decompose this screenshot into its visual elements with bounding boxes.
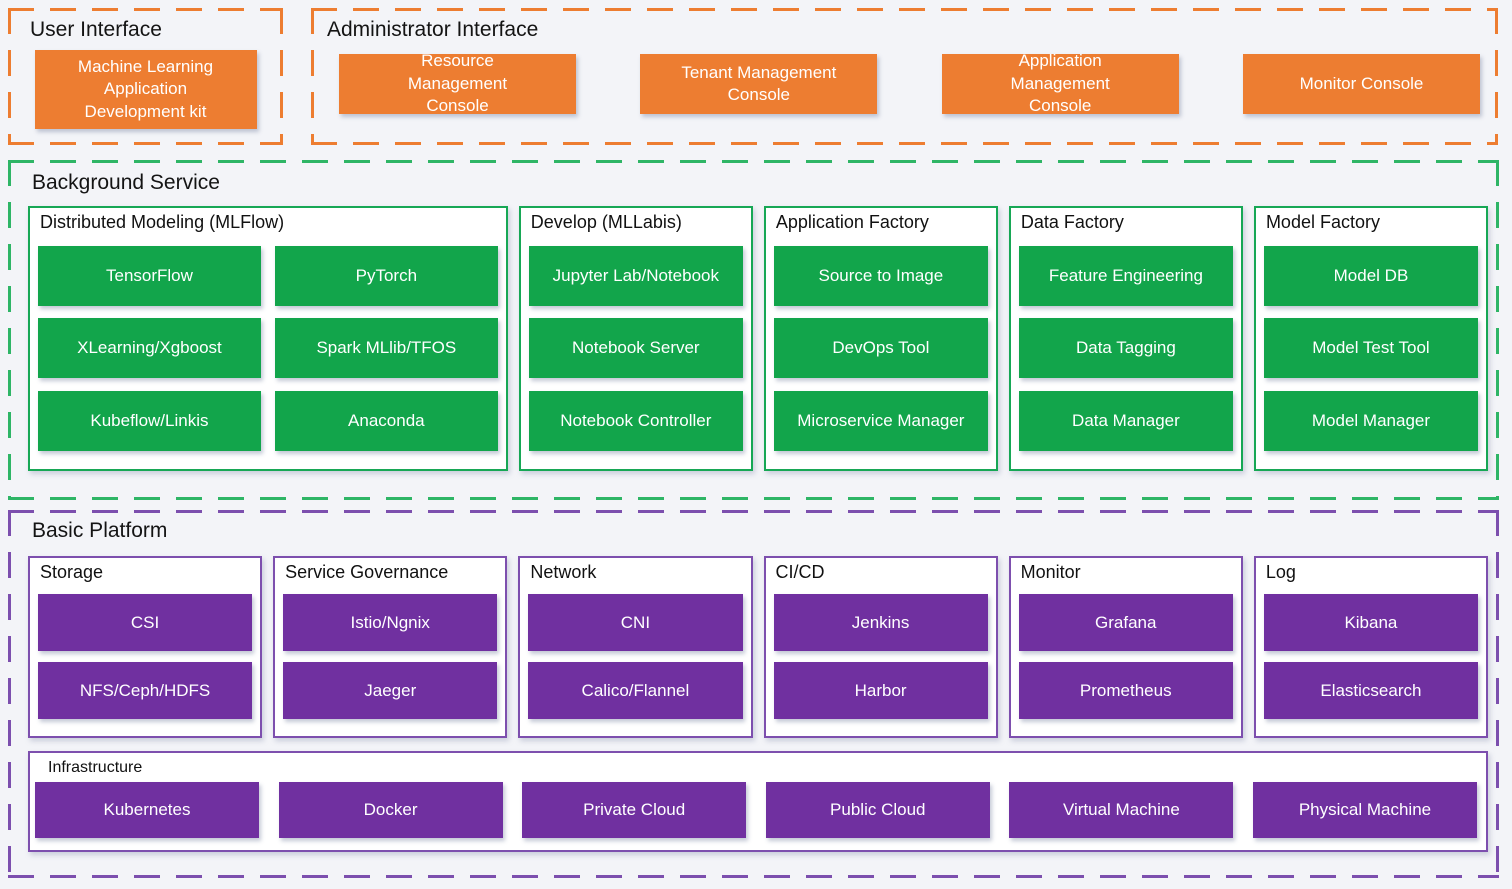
basic-platform-title: Basic Platform <box>32 519 168 542</box>
background-service-columns: Distributed Modeling (MLFlow) TensorFlow… <box>28 206 1488 471</box>
cni-node: CNI <box>528 594 743 651</box>
model-test-tool-node: Model Test Tool <box>1263 318 1478 378</box>
data-tagging-node: Data Tagging <box>1018 318 1233 378</box>
column-title: CI/CD <box>775 562 825 582</box>
source-to-image-node: Source to Image <box>773 245 988 306</box>
tenant-management-console-box: Tenant Management Console <box>640 54 878 114</box>
network-column: Network CNI Calico/Flannel <box>518 556 753 738</box>
column-items: Source to Image DevOps Tool Microservice… <box>766 233 996 469</box>
data-manager-node: Data Manager <box>1018 390 1233 451</box>
devops-tool-node: DevOps Tool <box>773 318 988 378</box>
column-title: Develop (MLLabis) <box>530 212 682 232</box>
model-manager-node: Model Manager <box>1263 390 1478 451</box>
feature-engineering-node: Feature Engineering <box>1018 245 1233 306</box>
cicd-column: CI/CD Jenkins Harbor <box>763 556 998 738</box>
microservice-manager-node: Microservice Manager <box>773 390 988 451</box>
console-label: Tenant Management Console <box>681 62 837 104</box>
anaconda-node: Anaconda <box>274 390 498 451</box>
grafana-node: Grafana <box>1018 594 1233 651</box>
nfs-ceph-hdfs-node: NFS/Ceph/HDFS <box>38 662 253 719</box>
prometheus-node: Prometheus <box>1018 662 1233 719</box>
column-title: Service Governance <box>285 562 449 582</box>
infrastructure-container: Infrastructure Kubernetes Docker Private… <box>28 751 1488 852</box>
column-title: Data Factory <box>1020 212 1124 232</box>
calico-flannel-node: Calico/Flannel <box>528 662 743 719</box>
log-column: Log Kibana Elasticsearch <box>1253 556 1488 738</box>
notebook-controller-node: Notebook Controller <box>528 390 743 451</box>
infrastructure-title: Infrastructure <box>48 759 143 776</box>
admin-interface-title: Administrator Interface <box>327 18 539 41</box>
column-items: Grafana Prometheus <box>1011 583 1241 736</box>
tensorflow-node: TensorFlow <box>38 245 261 306</box>
private-cloud-node: Private Cloud <box>522 782 747 838</box>
notebook-server-node: Notebook Server <box>528 318 743 378</box>
column-items: Jenkins Harbor <box>766 583 996 736</box>
csi-node: CSI <box>38 594 253 651</box>
column-title: Network <box>530 562 597 582</box>
user-interface-section: User Interface Machine Learning Applicat… <box>8 8 283 145</box>
user-interface-title: User Interface <box>30 18 162 41</box>
storage-column: Storage CSI NFS/Ceph/HDFS <box>28 556 263 738</box>
column-items: Model DB Model Test Tool Model Manager <box>1256 233 1486 469</box>
background-service-title: Background Service <box>32 171 220 194</box>
application-factory-column: Application Factory Source to Image DevO… <box>763 206 998 471</box>
column-title: Monitor <box>1020 562 1081 582</box>
public-cloud-node: Public Cloud <box>765 782 990 838</box>
elasticsearch-node: Elasticsearch <box>1263 662 1478 719</box>
background-service-section: Background Service Distributed Modeling … <box>8 160 1499 500</box>
ml-dev-kit-label: Machine Learning Application Development… <box>77 56 214 121</box>
istio-ngnix-node: Istio/Ngnix <box>283 594 498 651</box>
spark-mllib-tfos-node: Spark MLlib/TFOS <box>274 318 498 378</box>
jaeger-node: Jaeger <box>283 662 498 719</box>
application-management-console-box: Application Management Console <box>941 51 1179 115</box>
column-title: Storage <box>40 562 104 582</box>
architecture-diagram: User Interface Machine Learning Applicat… <box>0 8 1512 878</box>
basic-platform-section: Basic Platform Storage CSI NFS/Ceph/HDFS… <box>8 510 1499 878</box>
admin-interface-section: Administrator Interface Resource Managem… <box>311 8 1498 145</box>
column-items: Jupyter Lab/Notebook Notebook Server Not… <box>521 233 751 469</box>
column-items: CNI Calico/Flannel <box>520 583 750 736</box>
console-label: Application Management Console <box>1010 51 1110 116</box>
data-factory-column: Data Factory Feature Engineering Data Ta… <box>1008 206 1243 471</box>
develop-column: Develop (MLLabis) Jupyter Lab/Notebook N… <box>518 206 753 471</box>
resource-management-console-box: Resource Management Console <box>339 51 576 115</box>
pytorch-node: PyTorch <box>274 245 498 306</box>
basic-platform-columns: Storage CSI NFS/Ceph/HDFS Service Govern… <box>28 556 1488 738</box>
harbor-node: Harbor <box>773 662 988 719</box>
jenkins-node: Jenkins <box>773 594 988 651</box>
physical-machine-node: Physical Machine <box>1252 782 1477 838</box>
distributed-modeling-column: Distributed Modeling (MLFlow) TensorFlow… <box>28 206 508 471</box>
infrastructure-items: Kubernetes Docker Private Cloud Public C… <box>30 777 1486 838</box>
kubernetes-node: Kubernetes <box>35 782 259 838</box>
column-title: Model Factory <box>1265 212 1380 232</box>
model-factory-column: Model Factory Model DB Model Test Tool M… <box>1253 206 1488 471</box>
docker-node: Docker <box>278 782 503 838</box>
column-title: Log <box>1265 562 1296 582</box>
column-items: Istio/Ngnix Jaeger <box>275 583 505 736</box>
kibana-node: Kibana <box>1263 594 1478 651</box>
ml-dev-kit-box: Machine Learning Application Development… <box>34 50 257 129</box>
virtual-machine-node: Virtual Machine <box>1009 782 1234 838</box>
jupyter-lab-notebook-node: Jupyter Lab/Notebook <box>528 245 743 306</box>
interfaces-row: User Interface Machine Learning Applicat… <box>8 8 1498 145</box>
column-items: TensorFlow PyTorch XLearning/Xgboost Spa… <box>30 233 506 469</box>
service-governance-column: Service Governance Istio/Ngnix Jaeger <box>273 556 508 738</box>
console-row: Resource Management Console Tenant Manag… <box>311 51 1498 115</box>
console-label: Resource Management Console <box>407 51 508 116</box>
console-label: Monitor Console <box>1299 73 1424 93</box>
kubeflow-linkis-node: Kubeflow/Linkis <box>38 390 261 451</box>
monitor-console-box: Monitor Console <box>1242 54 1480 114</box>
column-title: Distributed Modeling (MLFlow) <box>40 212 285 232</box>
column-items: Kibana Elasticsearch <box>1256 583 1486 736</box>
column-title: Application Factory <box>775 212 929 232</box>
column-items: CSI NFS/Ceph/HDFS <box>30 583 260 736</box>
column-items: Feature Engineering Data Tagging Data Ma… <box>1011 233 1241 469</box>
model-db-node: Model DB <box>1263 245 1478 306</box>
xlearning-xgboost-node: XLearning/Xgboost <box>38 318 261 378</box>
monitor-column: Monitor Grafana Prometheus <box>1008 556 1243 738</box>
